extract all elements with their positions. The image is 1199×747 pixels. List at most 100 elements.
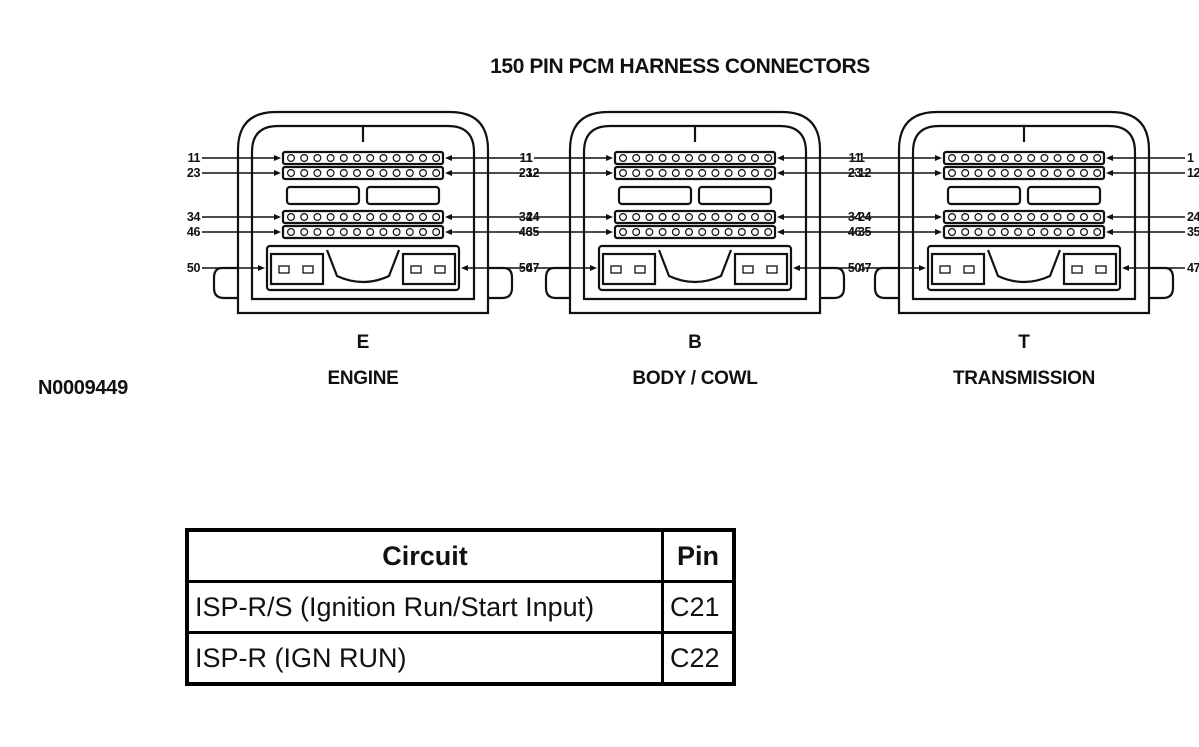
pin-cavity: [419, 169, 428, 178]
pin-cavity: [313, 154, 322, 163]
pin-cavity: [1000, 228, 1009, 237]
pin-number-left: 46: [519, 225, 533, 239]
pin-number-right: 1: [1187, 151, 1194, 165]
pin-cavity: [1000, 169, 1009, 178]
arrow-icon: [935, 170, 942, 176]
pin-number-left: 23: [848, 166, 862, 180]
arrow-icon: [1106, 214, 1113, 220]
pin-cavity: [300, 154, 309, 163]
pin-number-left: 34: [848, 210, 862, 224]
arrow-icon: [777, 214, 784, 220]
pin-cavity: [632, 169, 641, 178]
pin-row: [281, 209, 445, 225]
pin-cavity: [961, 154, 970, 163]
pin-row: [613, 209, 777, 225]
pin-cavity: [987, 154, 996, 163]
pin-cavity: [618, 213, 627, 222]
pin-cavity: [379, 154, 388, 163]
pin-row: [281, 165, 445, 181]
power-key: [657, 249, 733, 284]
pin-row: [281, 224, 445, 240]
slot-left: [617, 185, 693, 206]
pin-cavity: [698, 213, 707, 222]
pin-cell: C22: [661, 631, 736, 686]
pin-cavity: [1093, 169, 1102, 178]
pin-cavity: [947, 169, 956, 178]
pin-cavity: [366, 169, 375, 178]
pin-cavity: [724, 154, 733, 163]
pin-number-right: 1: [526, 151, 533, 165]
pin-number-right: 35: [526, 225, 540, 239]
pin-row: [613, 224, 777, 240]
connectors-group: 1123344650112243547EENGINE11233446501122…: [187, 110, 1199, 389]
pin-row: [613, 150, 777, 166]
pin-cavity: [432, 213, 441, 222]
pin-number-left: 23: [519, 166, 533, 180]
power-pin: [742, 265, 754, 274]
power-pocket-left: [930, 252, 986, 286]
pin-cavity: [698, 154, 707, 163]
pin-cavity: [1053, 169, 1062, 178]
pin-cavity: [671, 213, 680, 222]
pin-cavity: [392, 169, 401, 178]
pin-cavity: [1053, 228, 1062, 237]
slot-right: [697, 185, 773, 206]
pin-cavity: [737, 169, 746, 178]
pin-cavity: [671, 154, 680, 163]
pin-cavity: [947, 213, 956, 222]
arrow-icon: [935, 155, 942, 161]
slot-right: [1026, 185, 1102, 206]
pin-cavity: [645, 169, 654, 178]
pin-cavity: [353, 213, 362, 222]
connector-letter: E: [357, 332, 370, 353]
connector-letter: T: [1018, 332, 1030, 353]
pin-cavity: [1000, 154, 1009, 163]
pin-cavity: [432, 169, 441, 178]
connector-inner-outline: [250, 124, 476, 301]
pin-cavity: [684, 213, 693, 222]
column-header-pin: Pin: [661, 528, 736, 583]
pin-cavity: [764, 228, 773, 237]
pin-cavity: [737, 213, 746, 222]
pin-cavity: [1013, 169, 1022, 178]
pin-cavity: [326, 213, 335, 222]
pin-cavity: [405, 213, 414, 222]
slot-left: [285, 185, 361, 206]
pin-cavity: [724, 228, 733, 237]
pin-cavity: [339, 169, 348, 178]
pin-cavity: [1079, 213, 1088, 222]
pin-cavity: [711, 169, 720, 178]
circuit-table: Circuit Pin ISP-R/S (Ignition Run/Start …: [185, 528, 736, 686]
power-pin: [1095, 265, 1107, 274]
power-pocket-right: [401, 252, 457, 286]
pin-cavity: [961, 213, 970, 222]
arrow-icon: [606, 155, 613, 161]
pin-cavity: [698, 169, 707, 178]
power-pocket-right: [1062, 252, 1118, 286]
pin-cavity: [313, 213, 322, 222]
connector-body: [897, 110, 1151, 315]
pin-number-right: 47: [526, 261, 540, 275]
power-pin: [1071, 265, 1083, 274]
pin-cavity: [287, 228, 296, 237]
connector-body: [568, 110, 822, 315]
pin-cavity: [724, 213, 733, 222]
pin-cavity: [764, 169, 773, 178]
pin-cavity: [366, 213, 375, 222]
figure-code: N0009449: [38, 377, 128, 399]
pin-cavity: [326, 154, 335, 163]
pin-number-right: 24: [1187, 210, 1199, 224]
pin-cavity: [1000, 213, 1009, 222]
pin-cavity: [287, 154, 296, 163]
pin-cavity: [353, 228, 362, 237]
pin-cavity: [671, 169, 680, 178]
connector-inner-outline: [911, 124, 1137, 301]
pin-cavity: [339, 213, 348, 222]
pin-row: [942, 209, 1106, 225]
pin-cavity: [632, 213, 641, 222]
pin-cavity: [287, 169, 296, 178]
latch-left: [544, 266, 570, 300]
pin-cavity: [961, 169, 970, 178]
